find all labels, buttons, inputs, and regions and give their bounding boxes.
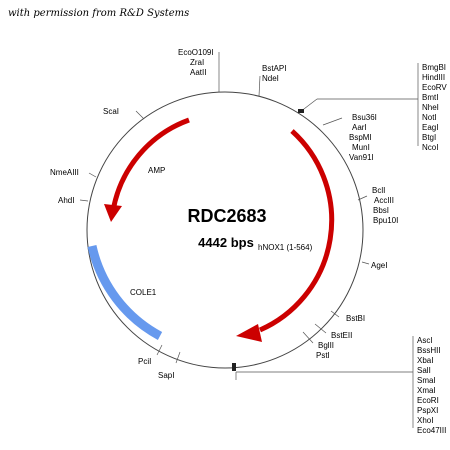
- site-bmti: BmtI: [422, 93, 438, 102]
- site-line-agei: [361, 261, 370, 265]
- site-aatii: AatII: [190, 68, 206, 77]
- amp-arrow: [110, 117, 190, 212]
- site-sali: SalI: [417, 366, 431, 375]
- site-hindiii: HindIII: [422, 73, 445, 82]
- site-line-pcii: [156, 344, 163, 356]
- site-bsu36i: Bsu36I: [352, 113, 377, 122]
- site-btgi: BtgI: [422, 133, 436, 142]
- site-line-right-mid: [357, 195, 368, 201]
- site-bglii: BglII: [318, 341, 334, 350]
- site-bspmi: BspMI: [349, 133, 372, 142]
- mcs-bottom-tick: [232, 363, 236, 371]
- site-bsteii: BstEII: [331, 331, 352, 340]
- site-agei: AgeI: [371, 261, 387, 270]
- permission-caption: with permission from R&D Systems: [8, 8, 190, 19]
- site-ncoi: NcoI: [422, 143, 438, 152]
- plasmid-size: 4442 bps: [198, 235, 254, 250]
- site-bpu10i: Bpu10I: [373, 216, 398, 225]
- site-bmgbi: BmgBI: [422, 63, 446, 72]
- site-nmeaiii: NmeAIII: [50, 168, 79, 177]
- site-line-nmeaiii: [88, 172, 97, 178]
- site-sapi: SapI: [158, 371, 174, 380]
- site-psti: PstI: [316, 351, 330, 360]
- site-nhei: NheI: [422, 103, 439, 112]
- site-xhoi: XhoI: [417, 416, 433, 425]
- feature-label-amp: AMP: [148, 166, 165, 175]
- hnox1-arrowhead: [236, 324, 262, 342]
- site-xmai: XmaI: [417, 386, 436, 395]
- feature-label-cole1: COLE1: [130, 288, 157, 297]
- site-bcli: BclI: [372, 186, 385, 195]
- feature-label-hnox1: hNOX1 (1-564): [258, 243, 313, 252]
- site-bsshii: BssHII: [417, 346, 441, 355]
- amp-arrowhead: [104, 204, 122, 222]
- site-line-bstbi: [330, 310, 340, 318]
- site-ecoo109i: EcoO109I: [178, 48, 214, 57]
- site-pcii: PciI: [138, 357, 151, 366]
- site-bstbi: BstBI: [346, 314, 365, 323]
- site-line-scai: [135, 110, 145, 120]
- site-ecorv: EcoRV: [422, 83, 447, 92]
- site-smai: SmaI: [417, 376, 436, 385]
- plasmid-name: RDC2683: [187, 206, 266, 226]
- site-asci: AscI: [417, 336, 433, 345]
- site-line-bglii: [302, 331, 314, 344]
- site-xbai: XbaI: [417, 356, 433, 365]
- cole1-region: [87, 245, 163, 340]
- site-line-sapi: [175, 351, 181, 364]
- site-eagi: EagI: [422, 123, 438, 132]
- site-ndei: NdeI: [262, 74, 279, 83]
- site-noti: NotI: [422, 113, 437, 122]
- site-ecori: EcoRI: [417, 396, 439, 405]
- site-line-right-upper: [322, 117, 343, 126]
- site-ahdi: AhdI: [58, 196, 74, 205]
- site-zrai: ZraI: [190, 58, 204, 67]
- site-line-top: [258, 75, 261, 97]
- site-eco47iii: Eco47III: [417, 426, 446, 435]
- plasmid-backbone: [86, 91, 364, 369]
- site-scai: ScaI: [103, 107, 119, 116]
- site-aari: AarI: [352, 123, 367, 132]
- site-muni: MunI: [352, 143, 370, 152]
- site-line-bsteii: [314, 323, 327, 334]
- site-bstapi: BstAPI: [262, 64, 286, 73]
- hnox1-arrow: [258, 129, 335, 333]
- site-line-ahdi: [79, 199, 89, 202]
- site-pspxi: PspXI: [417, 406, 438, 415]
- site-bbsi: BbsI: [373, 206, 389, 215]
- mcs-top-tick: [298, 109, 304, 113]
- site-acciii: AccIII: [374, 196, 394, 205]
- site-van91i: Van91I: [349, 153, 374, 162]
